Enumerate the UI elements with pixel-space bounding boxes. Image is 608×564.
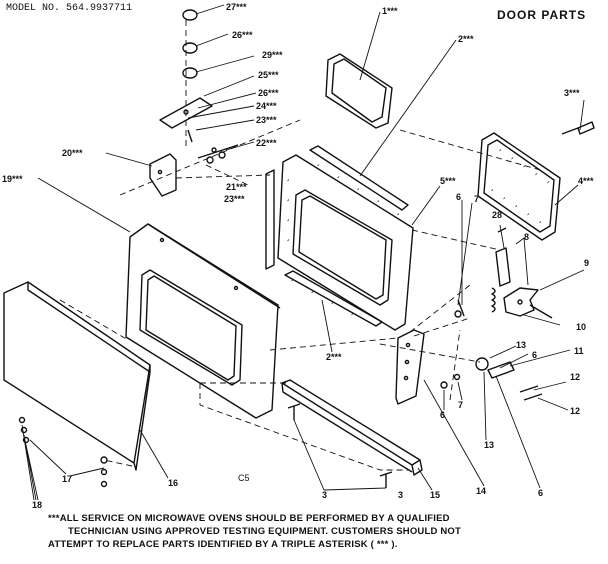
label-part-23a: 23*** (256, 115, 277, 125)
label-part-6c: 6 (440, 410, 446, 420)
label-part-3a: 3*** (564, 88, 580, 98)
label-part-12b: 12 (570, 406, 581, 416)
label-part-9: 9 (584, 258, 590, 268)
label-part-3b: 3 (322, 490, 328, 500)
label-part-25: 25*** (258, 70, 279, 80)
part-window-pane (325, 53, 393, 129)
part-door-cover (3, 281, 151, 471)
label-part-26b: 26*** (258, 88, 279, 98)
part-spring-28 (495, 227, 511, 287)
leader-lines (21, 4, 585, 501)
label-part-17: 17 (62, 474, 73, 484)
part-hardware-right (440, 299, 543, 401)
service-note-line-1: ***ALL SERVICE ON MICROWAVE OVENS SHOULD… (48, 513, 450, 524)
part-side-window (477, 132, 561, 241)
label-part-12a: 12 (570, 372, 581, 382)
label-part-8: 8 (524, 232, 530, 242)
assembly-lines (59, 20, 541, 471)
label-part-4: 4*** (578, 176, 594, 186)
label-part-6b: 6 (532, 350, 538, 360)
service-note-line-2: TECHNICIAN USING APPROVED TESTING EQUIPM… (68, 526, 462, 537)
part-top-hinge (149, 153, 177, 197)
part-coil-spring (491, 287, 496, 313)
label-part-1: 1*** (382, 6, 398, 16)
label-part-29: 29*** (262, 50, 283, 60)
label-part-26a: 26*** (232, 30, 253, 40)
label-part-13b: 13 (484, 440, 495, 450)
diagram-code: C5 (238, 473, 250, 483)
part-screws-lower-left (18, 416, 108, 488)
label-part-16: 16 (168, 478, 179, 488)
label-part-18: 18 (32, 500, 43, 510)
part-hinge-bracket (395, 329, 425, 405)
label-part-7b: 7 (458, 400, 464, 410)
label-part-6a: 6 (456, 192, 462, 202)
part-bottom-trim (281, 379, 423, 476)
label-part-2a: 2*** (458, 34, 474, 44)
part-screws-bottom (287, 403, 393, 488)
label-part-3c: 3 (398, 490, 404, 500)
label-part-21: 21*** (226, 182, 247, 192)
label-part-7a: 7 (474, 194, 480, 204)
label-part-13a: 13 (516, 340, 527, 350)
label-part-22: 22*** (256, 138, 277, 148)
label-part-14: 14 (476, 486, 487, 496)
service-note-line-3: ATTEMPT TO REPLACE PARTS IDENTIFIED BY A… (48, 539, 398, 550)
label-part-27: 27*** (226, 2, 247, 12)
diagram-title: DOOR PARTS (497, 8, 587, 22)
label-part-10: 10 (576, 322, 587, 332)
label-part-28: 28 (492, 210, 503, 220)
part-inner-frame (265, 145, 414, 331)
label-part-2b: 2*** (326, 352, 342, 362)
label-part-6d: 6 (538, 488, 544, 498)
part-screw-top (561, 121, 595, 135)
label-part-19: 19*** (2, 174, 23, 184)
service-note: ***ALL SERVICE ON MICROWAVE OVENS SHOULD… (48, 512, 568, 551)
part-outer-door (125, 223, 281, 419)
part-latch (503, 287, 553, 319)
label-part-24: 24*** (256, 101, 277, 111)
model-number: MODEL NO. 564.9937711 (6, 3, 133, 14)
label-part-5: 5*** (440, 176, 456, 186)
part-top-hardware (159, 9, 239, 164)
label-part-23b: 23*** (224, 194, 245, 204)
label-part-20: 20*** (62, 148, 83, 158)
label-part-15: 15 (430, 490, 441, 500)
label-part-11: 11 (574, 346, 584, 356)
